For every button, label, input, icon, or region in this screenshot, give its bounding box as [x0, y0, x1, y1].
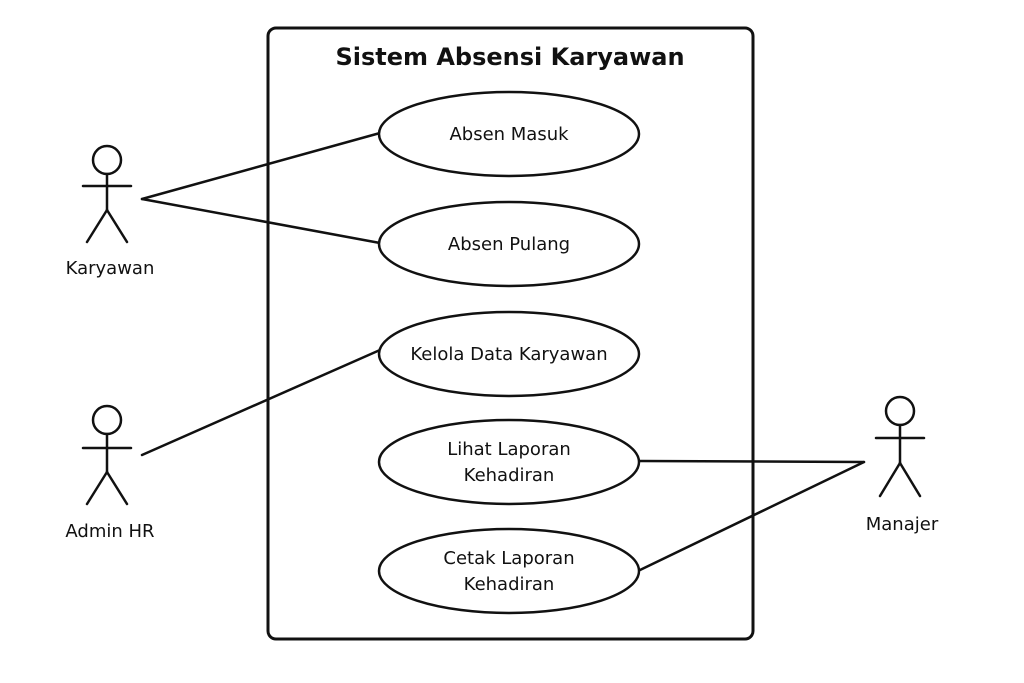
actor-karyawan[interactable]: Karyawan [66, 144, 155, 279]
use-case-absen-pulang-ellipse [377, 200, 641, 288]
use-case-absen-masuk[interactable]: Absen Masuk [377, 90, 641, 178]
associations [140, 131, 866, 572]
use-case-absen-masuk-label: Absen Masuk [449, 124, 569, 145]
association-manajer-lihat-laporan [638, 459, 866, 464]
use-case-kelola-data-ellipse [377, 310, 641, 398]
actor-admin-hr-label: Admin HR [65, 521, 154, 542]
stick-figure-icon [81, 404, 133, 506]
use-case-lihat-laporan-label-line2: Kehadiran [464, 465, 555, 486]
stick-figure-icon [874, 395, 926, 498]
actor-admin-hr[interactable]: Admin HR [65, 404, 155, 542]
association-karyawan-absen-pulang [140, 197, 382, 245]
use-case-cetak-laporan-kehadiran[interactable]: Cetak Laporan Kehadiran [377, 527, 641, 615]
use-case-lihat-laporan-label-line1: Lihat Laporan [447, 439, 571, 460]
actor-manajer[interactable]: Manajer [866, 395, 939, 535]
actor-karyawan-label: Karyawan [66, 258, 155, 279]
actor-manajer-label: Manajer [866, 514, 939, 535]
association-manajer-cetak-laporan [638, 460, 866, 572]
association-admin-kelola-data [140, 348, 382, 457]
use-case-kelola-data-karyawan[interactable]: Kelola Data Karyawan [377, 310, 641, 398]
use-case-cetak-laporan-ellipse [377, 527, 641, 615]
use-case-cetak-laporan-label-line1: Cetak Laporan [443, 548, 574, 569]
association-karyawan-absen-masuk [140, 131, 382, 201]
system-title: Sistem Absensi Karyawan [335, 43, 684, 71]
stick-figure-icon [81, 144, 133, 244]
use-case-lihat-laporan-ellipse [377, 418, 641, 506]
use-case-kelola-data-label: Kelola Data Karyawan [410, 344, 607, 365]
use-case-absen-pulang-label: Absen Pulang [448, 234, 570, 255]
use-case-absen-masuk-ellipse [377, 90, 641, 178]
use-case-absen-pulang[interactable]: Absen Pulang [377, 200, 641, 288]
use-case-lihat-laporan-kehadiran[interactable]: Lihat Laporan Kehadiran [377, 418, 641, 506]
use-case-cetak-laporan-label-line2: Kehadiran [464, 574, 555, 595]
